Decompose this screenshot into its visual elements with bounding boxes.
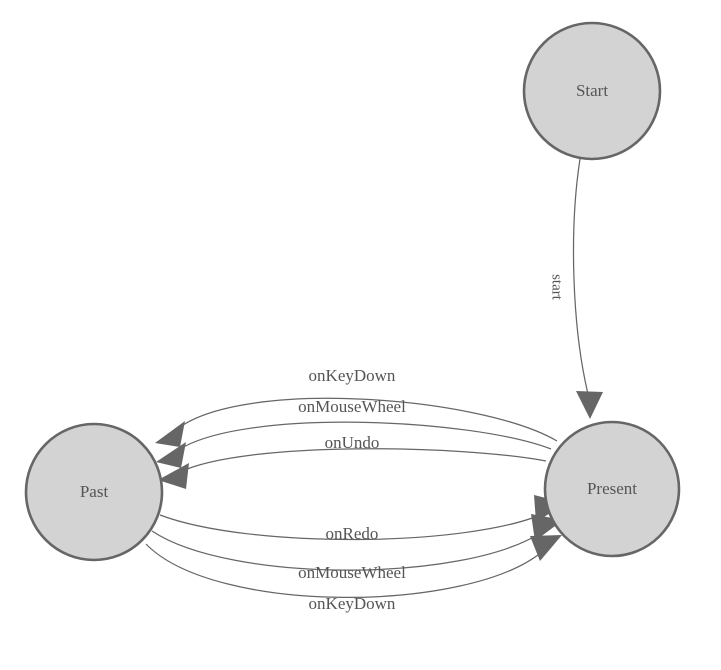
edge-present-to-past-onundo-label: onUndo [325, 433, 380, 452]
edge-past-to-present-onmousewheel-path [151, 530, 543, 571]
edge-present-to-past-onmousewheel-label: onMouseWheel [298, 397, 406, 416]
node-past[interactable]: Past [24, 422, 164, 562]
edge-present-to-past-onkeydown-arrowhead [155, 421, 185, 447]
edge-start-to-present[interactable]: start [549, 158, 603, 419]
edge-present-to-past-onundo-path [179, 448, 547, 473]
edge-present-to-past-onkeydown-label: onKeyDown [309, 366, 396, 385]
edge-start-to-present-path [572, 158, 590, 399]
edge-present-to-past-onkeydown-path [175, 397, 558, 442]
edge-present-to-past-onmousewheel-path [176, 421, 552, 452]
edge-past-to-present-onkeydown-label: onKeyDown [309, 594, 396, 613]
edge-present-to-past-onmousewheel[interactable]: onMouseWheel [156, 397, 552, 468]
node-present-label: Present [587, 479, 637, 498]
edge-present-to-past-onkeydown[interactable]: onKeyDown [155, 366, 558, 447]
node-past-circle [24, 422, 164, 562]
node-present[interactable]: Present [543, 420, 681, 558]
edge-start-to-present-label: start [549, 274, 565, 301]
edge-past-to-present-onredo-path [159, 512, 546, 541]
edge-past-to-present-onkeydown[interactable]: onKeyDown [145, 535, 562, 613]
edge-past-to-present-onredo-label: onRedo [326, 524, 379, 543]
edge-past-to-present-onkeydown-path [145, 543, 544, 598]
edge-past-to-present-onkeydown-arrowhead [530, 535, 562, 561]
node-present-circle [543, 420, 681, 558]
edge-past-to-present-onredo[interactable]: onRedo [159, 495, 566, 543]
edge-present-to-past-onmousewheel-arrowhead [156, 442, 186, 468]
edge-start-to-present-arrowhead [576, 391, 603, 419]
node-start-label: Start [576, 81, 608, 100]
node-start[interactable]: Start [522, 21, 662, 161]
edge-present-to-past-onundo[interactable]: onUndo [158, 433, 547, 489]
node-start-circle [522, 21, 662, 161]
edge-past-to-present-onmousewheel-label: onMouseWheel [298, 563, 406, 582]
edge-present-to-past-onundo-arrowhead [158, 463, 189, 489]
node-past-label: Past [80, 482, 109, 501]
